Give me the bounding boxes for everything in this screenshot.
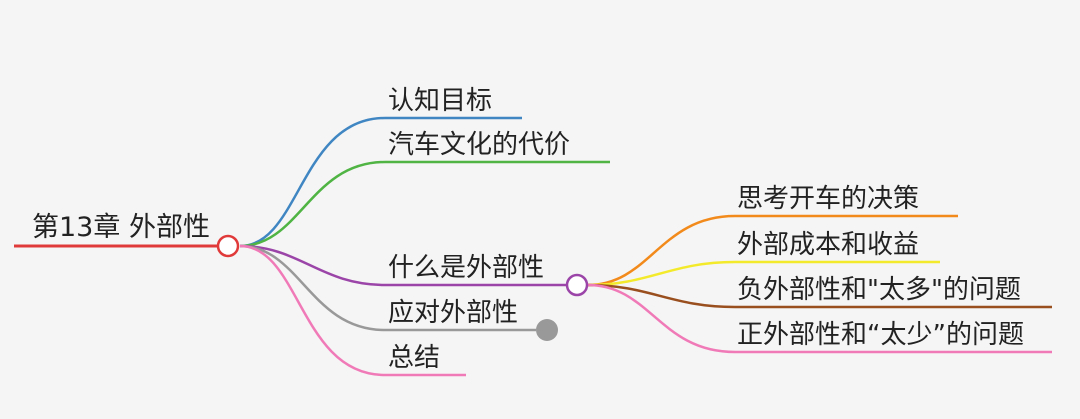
branch-label-b1[interactable]: 认知目标 bbox=[388, 86, 493, 116]
sub-branch-label-s2[interactable]: 外部成本和收益 bbox=[737, 230, 920, 260]
connector-b5 bbox=[239, 244, 466, 377]
sub-branch-label-s4[interactable]: 正外部性和“太少”的问题 bbox=[737, 320, 1024, 350]
branch-label-b4[interactable]: 应对外部性 bbox=[388, 298, 519, 328]
connector-b4 bbox=[239, 244, 536, 332]
branch-label-b3[interactable]: 什么是外部性 bbox=[388, 253, 545, 283]
expand-node-b3[interactable] bbox=[565, 273, 589, 297]
branch-label-b5[interactable]: 总结 bbox=[388, 343, 441, 373]
root-node-circle[interactable] bbox=[216, 234, 240, 258]
connector-s2 bbox=[587, 260, 940, 287]
sub-branch-label-s1[interactable]: 思考开车的决策 bbox=[737, 184, 920, 214]
connector-b2 bbox=[239, 160, 610, 248]
connector-b1 bbox=[239, 116, 522, 248]
collapsed-node-b4[interactable] bbox=[536, 319, 558, 341]
connector-s4 bbox=[587, 283, 1052, 354]
root-label[interactable]: 第13章 外部性 bbox=[32, 212, 210, 243]
connector-s3 bbox=[587, 283, 1052, 309]
connector-s1 bbox=[587, 214, 958, 287]
sub-branch-label-s3[interactable]: 负外部性和"太多"的问题 bbox=[737, 275, 1021, 305]
branch-label-b2[interactable]: 汽车文化的代价 bbox=[388, 130, 571, 160]
connector-b3 bbox=[239, 244, 566, 287]
